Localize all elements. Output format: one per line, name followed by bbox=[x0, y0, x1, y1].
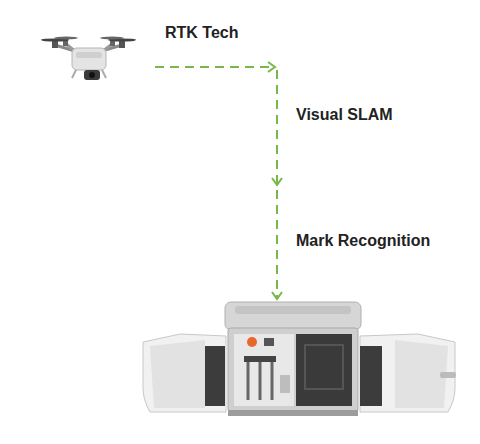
step-label: Mark Recognition bbox=[296, 231, 430, 250]
step-label: RTK Tech bbox=[165, 23, 238, 42]
drone-illustration bbox=[41, 37, 136, 80]
step-label: Visual SLAM bbox=[296, 105, 393, 124]
dock-illustration bbox=[143, 302, 456, 416]
flight-path bbox=[155, 62, 282, 299]
